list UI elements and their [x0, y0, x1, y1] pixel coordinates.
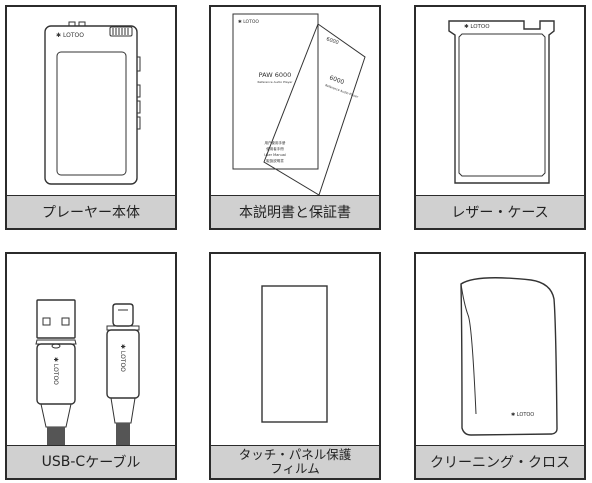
card-case: ✱ LOTOO レザー・ケース — [414, 5, 586, 230]
brand-logo: ✱ — [56, 32, 61, 39]
card-manual: 6000 Reference Audio Player 6000 ✱ LOTOO… — [209, 5, 381, 230]
cloth-illustration: ✱ LOTOO — [416, 254, 584, 448]
manual-line-4: 取扱説明書 — [266, 158, 284, 163]
back-model-text: 6000 — [328, 74, 345, 86]
caption-manual: 本説明書と保証書 — [211, 195, 379, 228]
case-illustration: ✱ LOTOO — [416, 7, 584, 196]
card-film: タッチ・パネル保護 フィルム — [209, 252, 381, 480]
manual-line-1: 用户使用手册 — [265, 140, 286, 145]
cable-illustration: ✱ LOTOO ✱ LOTOO — [7, 254, 175, 448]
manual-line-3: User Manual — [264, 153, 286, 157]
player-illustration: ✱ LOTOO — [7, 7, 175, 196]
svg-text:6000: 6000 — [325, 36, 339, 46]
caption-film-line2: フィルム — [270, 461, 320, 476]
caption-film: タッチ・パネル保護 フィルム — [211, 445, 379, 478]
manual-illustration: 6000 Reference Audio Player 6000 ✱ LOTOO… — [211, 7, 379, 196]
caption-film-line1: タッチ・パネル保護 — [238, 447, 352, 462]
manual-logo: ✱ LOTOO — [238, 19, 259, 25]
card-player: ✱ LOTOO プレーヤー本体 — [5, 5, 177, 230]
card-cloth: ✱ LOTOO クリーニング・クロス — [414, 252, 586, 480]
brand-text: LOTOO — [63, 32, 84, 39]
card-cable: ✱ LOTOO ✱ LOTOO USB-C ケーブル — [5, 252, 177, 480]
cloth-logo: ✱ LOTOO — [511, 412, 534, 418]
caption-cable-usb: USB-C — [41, 454, 86, 470]
manual-model: PAW 6000 — [259, 71, 292, 79]
caption-case: レザー・ケース — [416, 195, 584, 228]
cable-a-logo: ✱ LOTOO — [52, 357, 59, 385]
case-logo: ✱ LOTOO — [464, 23, 490, 30]
caption-cable-label: ケーブル — [85, 455, 141, 471]
caption-player: プレーヤー本体 — [7, 195, 175, 228]
caption-cloth: クリーニング・クロス — [416, 445, 584, 478]
manual-subtitle: Reference Audio Player — [258, 80, 294, 84]
cable-c-logo: ✱ LOTOO — [119, 344, 126, 372]
film-illustration — [211, 254, 379, 448]
manual-line-2: 使用者手冊 — [266, 146, 284, 151]
caption-cable: USB-C ケーブル — [7, 445, 175, 478]
